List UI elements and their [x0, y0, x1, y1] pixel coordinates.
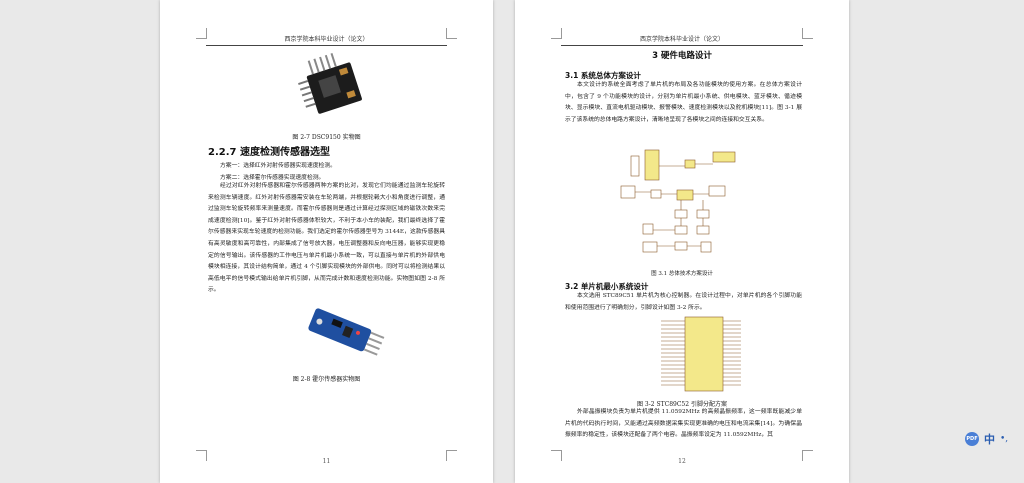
section-heading: 3.1 系统总体方案设计	[565, 71, 641, 80]
document-page-11: 西京学院本科毕业设计（论文） 图 2-7 DSC9150 实物图 2.2.7 速…	[160, 0, 493, 483]
hall-sensor-module-image	[308, 308, 385, 356]
overall-schematic-figure	[620, 149, 736, 253]
dsc9150-module-image	[298, 52, 362, 114]
figure-caption: 图 2-7 DSC9150 实物图	[292, 134, 361, 141]
running-header: 西京学院本科毕业设计（论文）	[561, 34, 803, 46]
crop-mark	[802, 450, 813, 461]
body-paragraph: 外部晶振模块负责为单片机提供 11.0592MHz 的高频晶振频率，这一频率既能…	[565, 409, 802, 439]
crop-mark	[446, 28, 457, 39]
crop-mark	[196, 28, 207, 39]
crop-mark	[551, 450, 562, 461]
more-options-icon[interactable]: •,	[1000, 434, 1009, 444]
running-header: 西京学院本科毕业设计（论文）	[206, 34, 447, 46]
page-number: 11	[322, 458, 331, 465]
floating-toolbar: PDF 中 •,	[965, 431, 1008, 447]
body-paragraph: 本文设计的系统全面考虑了单片机的布局及各功能模块的使用方案。在总体方案设计中，包…	[565, 82, 802, 123]
figure-caption: 图 2-8 霍尔传感器实物图	[292, 376, 361, 383]
option-two: 方案二：选择霍尔传感器实现速度检测。	[220, 175, 325, 181]
section-heading: 3.2 单片机最小系统设计	[565, 282, 649, 291]
figure-caption: 图 3-2 STC89C52 引脚分配方案	[637, 401, 727, 408]
crop-mark	[551, 28, 562, 39]
body-paragraph: 经过对红外对射传感器和霍尔传感器两种方案的比对，发现它们均能通过监测车轮旋转来检…	[208, 183, 445, 294]
pin-assignment-figure	[661, 316, 741, 392]
crop-mark	[196, 450, 207, 461]
crop-mark	[802, 28, 813, 39]
page-number: 12	[678, 458, 686, 465]
section-heading: 2.2.7 速度检测传感器选型	[208, 147, 330, 158]
figure-caption: 图 3.1 总体技术方案设计	[651, 271, 713, 277]
crop-mark	[446, 450, 457, 461]
option-one: 方案一：选择红外对射传感器实现速度检测。	[220, 163, 336, 169]
chapter-title: 3 硬件电路设计	[652, 51, 712, 61]
pdf-tool-icon[interactable]: PDF	[965, 432, 979, 446]
body-paragraph: 本文选用 STC89C51 单片机为核心控制器。在设计过程中，对单片机的各个引脚…	[565, 293, 802, 311]
document-page-12: 西京学院本科毕业设计（论文） 3 硬件电路设计 3.1 系统总体方案设计 本文设…	[515, 0, 849, 483]
language-toggle-button[interactable]: 中	[984, 433, 995, 446]
